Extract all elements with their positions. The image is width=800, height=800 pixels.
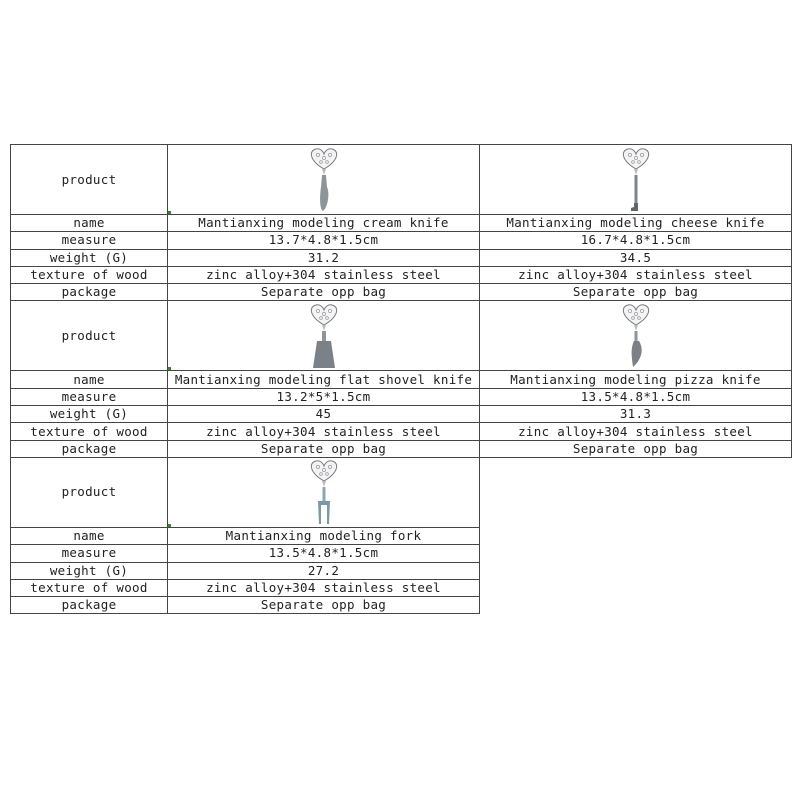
row-label-name: name [10, 370, 168, 389]
empty-cell [480, 457, 792, 527]
product-weight: 34.5 [479, 248, 792, 267]
product-package: Separate opp bag [167, 283, 480, 302]
row-label-texture: texture of wood [10, 422, 168, 441]
product-weight: 31.3 [479, 405, 792, 424]
row-label-measure: measure [10, 544, 168, 563]
empty-cell [480, 597, 792, 614]
product-name: Mantianxing modeling fork [167, 526, 480, 546]
row-label-texture: texture of wood [10, 578, 168, 598]
product-image-cell [167, 456, 480, 528]
product-texture: zinc alloy+304 stainless steel [167, 422, 480, 441]
fork-icon [310, 460, 337, 525]
product-spec-table: product name Mantianxing modeling cream … [10, 144, 792, 615]
row-label-package: package [10, 283, 168, 302]
product-measure: 13.5*4.8*1.5cm [479, 387, 792, 407]
empty-cell [480, 579, 792, 596]
product-name: Mantianxing modeling flat shovel knife [167, 370, 480, 389]
product-name: Mantianxing modeling cheese knife [479, 213, 792, 233]
product-weight: 27.2 [167, 561, 480, 580]
empty-cell [480, 545, 792, 562]
product-package: Separate opp bag [167, 596, 480, 615]
row-label-texture: texture of wood [10, 265, 168, 285]
cheese-knife-icon [622, 147, 649, 211]
product-texture: zinc alloy+304 stainless steel [167, 578, 480, 598]
product-weight: 45 [167, 405, 480, 424]
flat-shovel-knife-icon [310, 304, 337, 368]
cell-marker [168, 367, 171, 370]
pizza-knife-icon [622, 304, 649, 367]
product-package: Separate opp bag [479, 439, 792, 458]
product-name: Mantianxing modeling cream knife [167, 213, 480, 233]
row-label-weight: weight (G) [10, 405, 168, 424]
product-image-cell [479, 300, 792, 372]
row-label-package: package [10, 439, 168, 458]
row-label-name: name [10, 526, 168, 546]
product-measure: 13.5*4.8*1.5cm [167, 544, 480, 563]
cream-knife-icon [310, 147, 337, 211]
product-image-cell [479, 144, 792, 215]
row-label-measure: measure [10, 387, 168, 407]
row-label-measure: measure [10, 231, 168, 250]
product-weight: 31.2 [167, 248, 480, 267]
product-package: Separate opp bag [479, 283, 792, 302]
product-texture: zinc alloy+304 stainless steel [479, 422, 792, 441]
product-texture: zinc alloy+304 stainless steel [479, 265, 792, 285]
cell-marker [168, 523, 171, 527]
product-image-cell [167, 144, 480, 215]
cell-marker [168, 211, 171, 214]
empty-cell [480, 562, 792, 579]
product-name: Mantianxing modeling pizza knife [479, 370, 792, 389]
row-label-product: product [10, 456, 168, 528]
row-label-name: name [10, 213, 168, 233]
product-measure: 13.7*4.8*1.5cm [167, 231, 480, 250]
product-package: Separate opp bag [167, 439, 480, 458]
product-texture: zinc alloy+304 stainless steel [167, 265, 480, 285]
row-label-product: product [10, 144, 168, 215]
product-measure: 13.2*5*1.5cm [167, 387, 480, 407]
empty-cell [480, 527, 792, 544]
row-label-weight: weight (G) [10, 561, 168, 580]
product-measure: 16.7*4.8*1.5cm [479, 231, 792, 250]
row-label-weight: weight (G) [10, 248, 168, 267]
row-label-package: package [10, 596, 168, 615]
row-label-product: product [10, 300, 168, 372]
product-image-cell [167, 300, 480, 372]
